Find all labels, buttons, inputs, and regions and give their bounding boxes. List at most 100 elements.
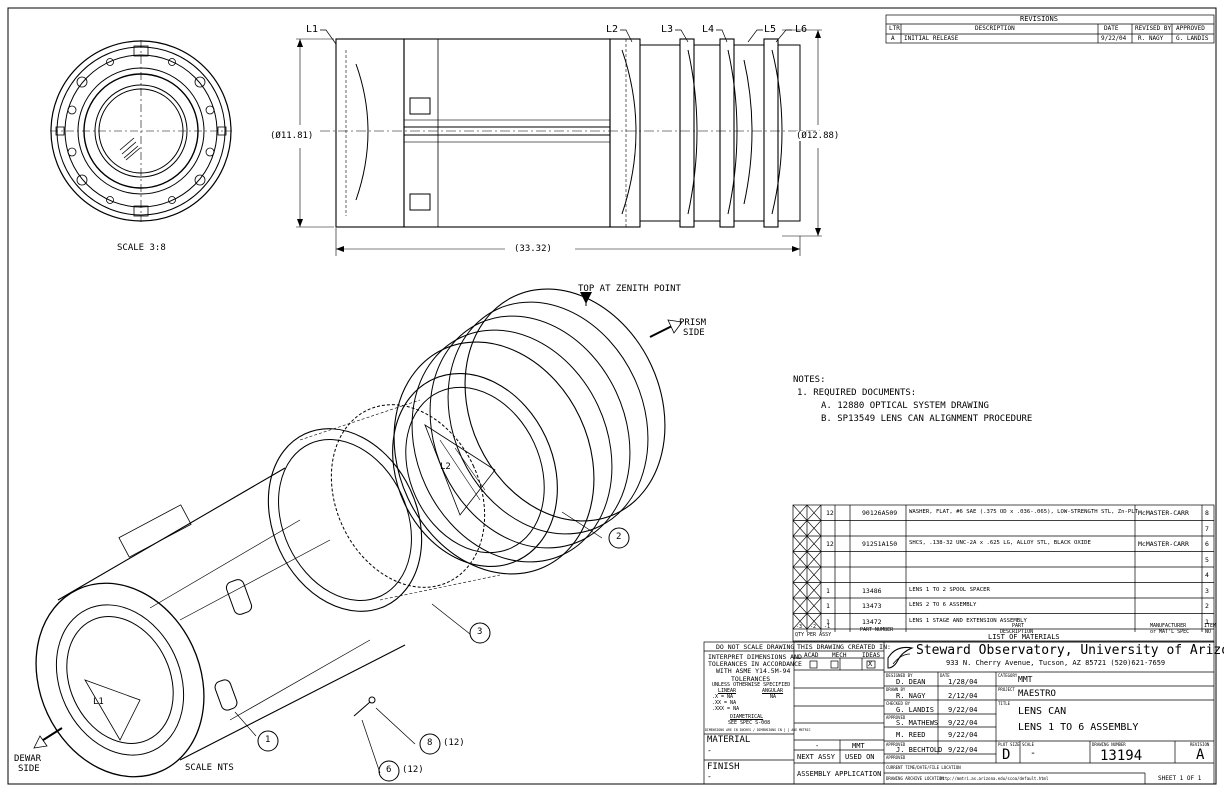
tb-interpret-2: TOLERANCES IN ACCORDANCE xyxy=(708,660,802,668)
tb-checker: G. LANDIS xyxy=(896,706,934,714)
tb-approved-label-3: APPROVED xyxy=(886,742,906,747)
tb-date-label: DATE xyxy=(940,673,950,678)
bom-qty: 1 xyxy=(826,586,830,595)
label-iso-l2: L2 xyxy=(440,462,451,472)
sheet-border xyxy=(7,7,1217,785)
revisions-row-ltr: A xyxy=(891,35,895,42)
bom-part: 13473 xyxy=(862,602,882,610)
bom-item: 7 xyxy=(1205,524,1209,533)
tb-approval-3-date: 9/22/04 xyxy=(948,746,978,754)
tb-project: MAESTRO xyxy=(1018,689,1056,699)
label-dewar-side-1: DEWAR xyxy=(14,754,42,764)
tb-created-in: THIS DRAWING CREATED IN: xyxy=(797,643,891,651)
tb-drafter: R. NAGY xyxy=(896,692,926,700)
lens-label-l6: L6 xyxy=(795,24,808,35)
bom-desc-header-1: PART xyxy=(1012,623,1025,629)
tb-next-assy: NEXT ASSY xyxy=(797,753,835,761)
lens-label-l5: L5 xyxy=(764,24,777,35)
bom-item: 8 xyxy=(1205,509,1209,517)
tb-used-val: MMT xyxy=(852,742,865,750)
bom-part: 13472 xyxy=(862,617,882,626)
tb-fine-print: DIMENSIONS ARE IN INCHES / DIMENSIONS IN… xyxy=(705,728,811,732)
balloon-6-qty: (12) xyxy=(402,765,424,775)
revisions-row-date: 9/22/04 xyxy=(1101,35,1127,42)
tb-cad-ideas: IDEAS xyxy=(862,652,881,659)
tb-approved-label-1: APPROVED xyxy=(886,715,906,720)
bom-item: 5 xyxy=(1205,555,1209,564)
tb-title-2: LENS 1 TO 6 ASSEMBLY xyxy=(1018,722,1139,733)
title-block-grid xyxy=(703,641,1215,785)
bom-grid xyxy=(792,504,1215,643)
revisions-header-approved: APPROVED xyxy=(1176,25,1205,32)
tb-drawn-date: 2/12/04 xyxy=(948,692,978,700)
tb-next-val: - xyxy=(815,742,820,750)
tb-material: MATERIAL xyxy=(707,735,751,745)
bom-item: 2 xyxy=(1205,602,1209,610)
tb-tol-1: .X = NA xyxy=(712,694,734,700)
bom-item: 6 xyxy=(1205,540,1209,548)
tb-diametrical: DIAMETRICAL xyxy=(730,714,764,720)
tb-checked-date: 9/22/04 xyxy=(948,706,978,714)
bom-qty: 12 xyxy=(826,540,834,548)
tb-drawing-number-label: DRAWING NUMBER xyxy=(1092,742,1126,747)
label-prism-side-2: SIDE xyxy=(683,328,705,338)
lens-label-l2: L2 xyxy=(606,24,619,35)
label-top-zenith: TOP AT ZENITH POINT xyxy=(578,284,681,294)
bom-qty-header: QTY PER ASSY xyxy=(795,632,832,638)
balloon-6-text: 6 xyxy=(386,765,392,775)
tb-revision: A xyxy=(1196,747,1205,763)
tb-cad-acad: ACAD xyxy=(804,652,819,659)
steward-logo xyxy=(887,647,914,669)
revisions-row-approved: G. LANDIS xyxy=(1176,35,1209,42)
tb-approval-2-name: M. REED xyxy=(896,731,926,739)
tb-scale: - xyxy=(1030,748,1037,759)
tb-interpret-3: WITH ASME Y14.5M-94 xyxy=(716,667,791,675)
revisions-row-description: INITIAL RELEASE xyxy=(904,35,959,42)
side-view xyxy=(296,29,822,256)
revisions-row-revised-by: R. NAGY xyxy=(1138,35,1164,42)
isometric-view xyxy=(33,288,683,782)
bom-desc: LENS 1 STAGE AND EXTENSION ASSEMBLY xyxy=(909,617,1027,624)
lens-label-l3: L3 xyxy=(661,24,674,35)
tb-title-label: TITLE xyxy=(998,701,1011,706)
bom-part: 13486 xyxy=(862,586,882,595)
tb-approval-3-name: J. BECHTOLD xyxy=(896,746,943,754)
tb-tol-sub: UNLESS OTHERWISE SPECIFIED xyxy=(712,682,791,688)
tb-file-loc-label: CURRENT TIME/DATE/FILE LOCATION xyxy=(886,765,961,770)
dim-right-diameter: (Ø12.88) xyxy=(796,131,840,141)
dim-length: (33.32) xyxy=(514,244,552,254)
revisions-header-revised-by: REVISED BY xyxy=(1135,25,1172,32)
tb-approval-1-date: 9/22/04 xyxy=(948,719,978,727)
tb-cad-checked: X xyxy=(868,660,873,668)
label-dewar-side-2: SIDE xyxy=(18,764,40,774)
lens-label-l1: L1 xyxy=(306,24,319,35)
bom-item: 1 xyxy=(1205,617,1209,626)
tb-title-1: LENS CAN xyxy=(1018,706,1067,717)
label-iso-l1: L1 xyxy=(93,697,104,707)
bom-mfr-header-2: or MAT'L SPEC xyxy=(1150,629,1190,635)
bom-mfr: McMASTER-CARR xyxy=(1138,540,1189,548)
balloon-6 xyxy=(378,760,400,782)
tb-angular: ANGULAR xyxy=(762,688,784,694)
tb-revision-label: REVISION xyxy=(1190,742,1210,747)
bom-qty: 1 xyxy=(826,617,830,626)
front-end-view xyxy=(50,40,232,222)
tb-used-on: USED ON xyxy=(845,753,875,761)
tb-address: 933 N. Cherry Avenue, Tucson, AZ 85721 (… xyxy=(946,659,1166,667)
bom-dash-1: -1 xyxy=(824,624,831,630)
bom-desc: LENS 1 TO 2 SPOOL SPACER xyxy=(909,586,990,593)
tb-approved-label-4: APPROVED xyxy=(886,755,906,760)
tb-org: Steward Observatory, University of Arizo… xyxy=(916,643,1224,658)
tb-archive-url: http://mmtri.as.arizona.edu/scoa/default… xyxy=(940,776,1049,781)
tb-design-date: 1/28/04 xyxy=(948,678,978,686)
dim-left-diameter: (Ø11.81) xyxy=(270,131,314,141)
bom-item: 3 xyxy=(1205,586,1209,595)
balloon-1 xyxy=(257,730,279,752)
tb-tolerances: TOLERANCES xyxy=(731,675,771,683)
bom-dash-2: -2 xyxy=(810,624,817,630)
label-prism-side-1: PRISM xyxy=(679,318,707,328)
balloon-1-text: 1 xyxy=(265,735,271,745)
revisions-header-description: DESCRIPTION xyxy=(975,25,1015,32)
bom-title: LIST OF MATERIALS xyxy=(988,633,1060,641)
notes-line-3: B. SP13549 LENS CAN ALIGNMENT PROCEDURE xyxy=(821,414,1033,424)
